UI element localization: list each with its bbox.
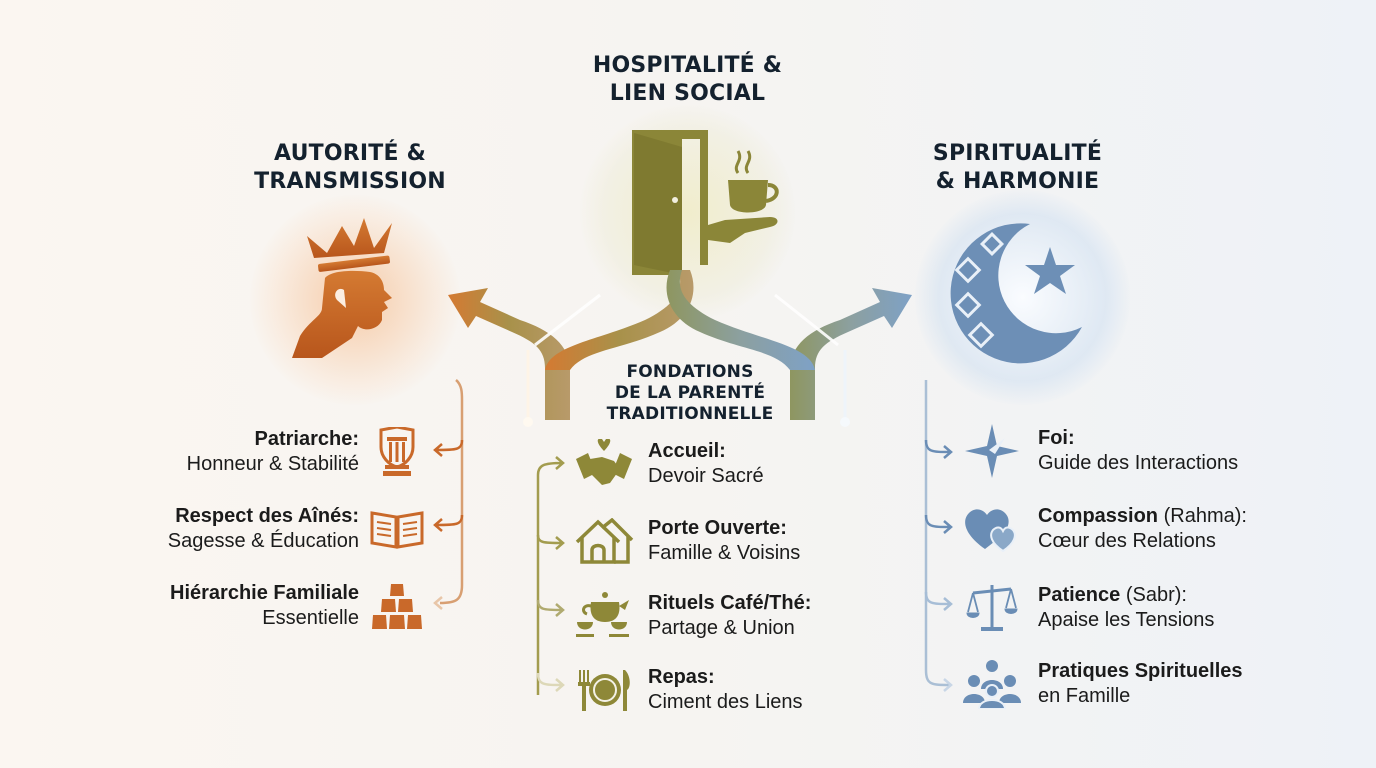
houses-icon (572, 515, 636, 567)
list-item-repas: Repas: Ciment des Liens (572, 664, 803, 716)
list-item-accueil: Accueil: Devoir Sacré (572, 438, 764, 490)
list-item-compassion: Compassion (Rahma): Cœur des Relations (962, 503, 1247, 555)
list-item-hierarchie: Hiérarchie Familiale Essentielle (130, 580, 425, 632)
crescent-star-icon (945, 222, 1090, 367)
list-item-pratiques: Pratiques Spirituelles en Famille (962, 658, 1243, 710)
list-item-rituels: Rituels Café/Thé: Partage & Union (572, 590, 811, 642)
middle-bracket-connector (536, 456, 565, 695)
two-hearts-icon (962, 503, 1022, 555)
family-group-icon (962, 658, 1022, 710)
open-door-coffee-hand-icon (620, 125, 795, 275)
left-column-title: AUTORITÉ & TRANSMISSION (254, 141, 446, 194)
center-title: FONDATIONS DE LA PARENTÉ TRADITIONNELLE (606, 362, 774, 424)
list-item-foi: Foi: Guide des Interactions (962, 424, 1238, 478)
open-book-icon (369, 503, 425, 555)
right-column-title: SPIRITUALITÉ & HARMONIE (932, 141, 1103, 194)
list-item-respect-aines: Respect des Aînés: Sagesse & Éducation (130, 503, 425, 555)
compass-star-icon (962, 424, 1022, 478)
left-bracket-connector (433, 379, 464, 610)
teapot-cups-icon (572, 590, 636, 642)
balance-scale-icon (962, 582, 1022, 634)
list-item-patriarche: Patriarche: Honneur & Stabilité (130, 426, 425, 478)
shield-column-icon (369, 426, 425, 478)
stacked-bricks-icon (369, 580, 425, 632)
list-item-porte-ouverte: Porte Ouverte: Famille & Voisins (572, 515, 800, 567)
handshake-heart-icon (572, 438, 636, 490)
middle-column-title: HOSPITALITÉ & LIEN SOCIAL (592, 53, 783, 106)
list-item-patience: Patience (Sabr): Apaise les Tensions (962, 582, 1214, 634)
right-bracket-connector (924, 380, 953, 692)
plate-cutlery-icon (572, 664, 636, 716)
crowned-king-profile-icon (292, 208, 417, 358)
branching-arrows (448, 270, 912, 427)
